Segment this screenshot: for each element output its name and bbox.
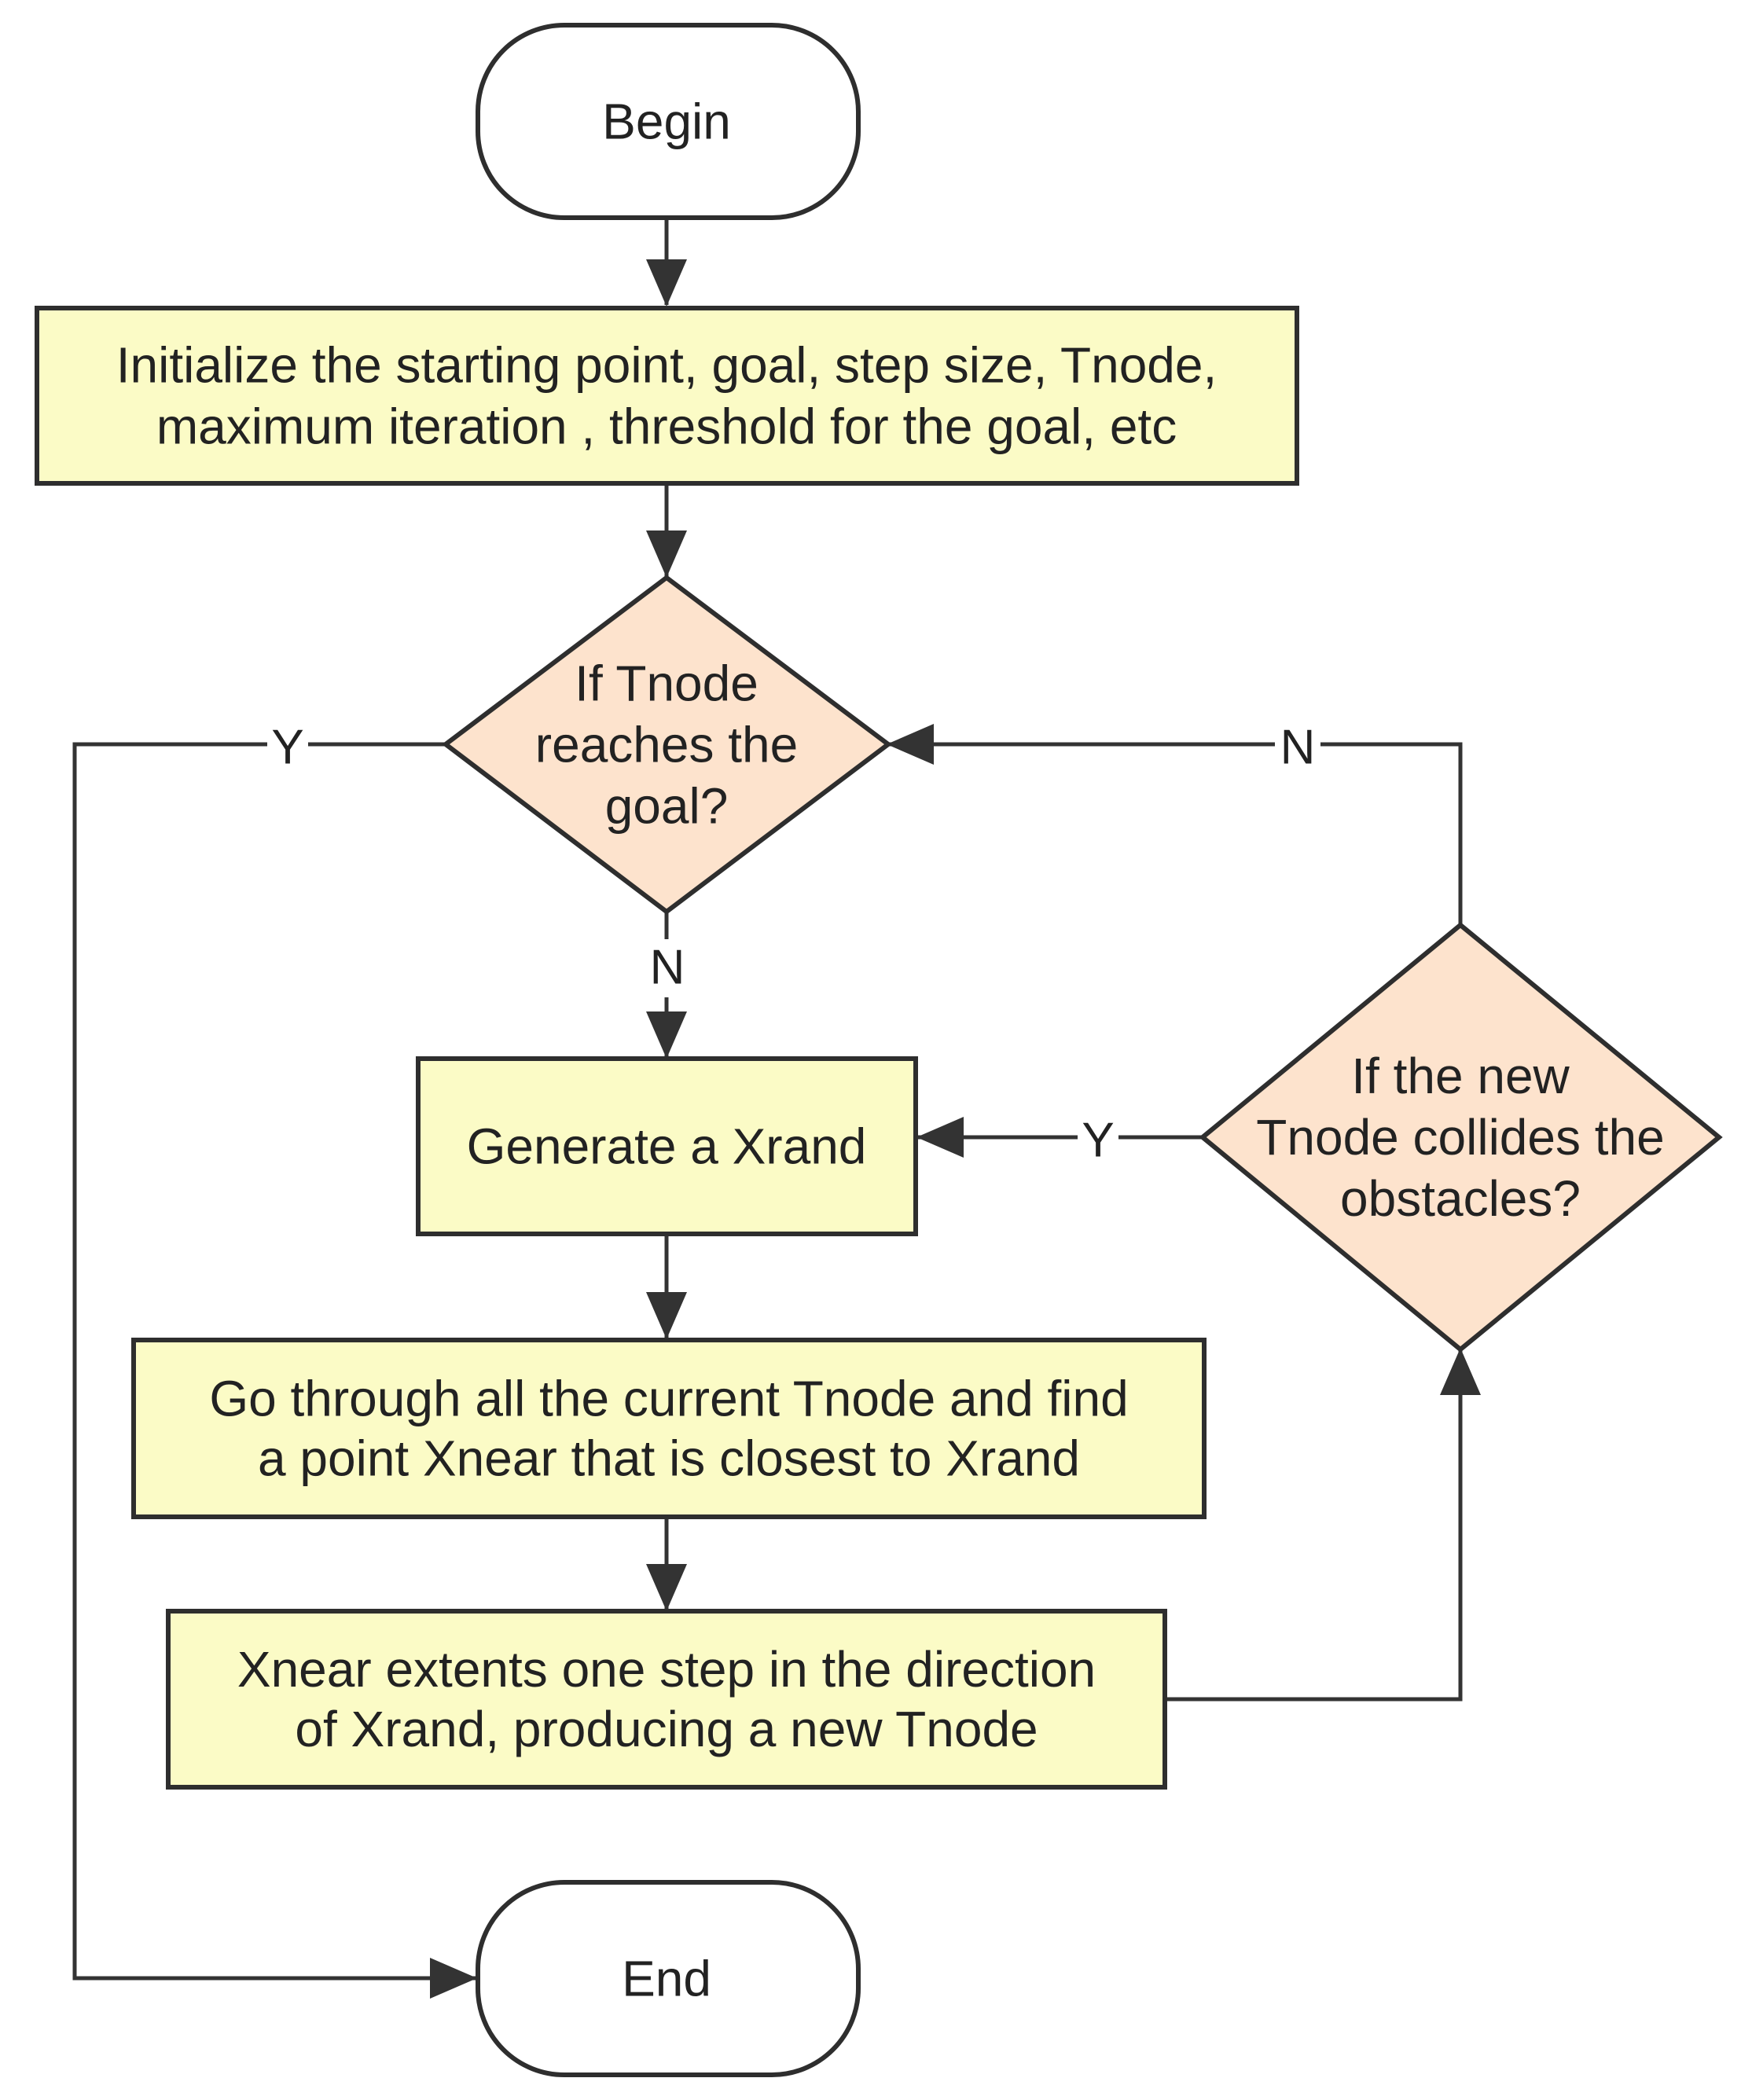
- process-shape: [166, 1609, 1167, 1790]
- terminal-shape: [476, 1880, 861, 2077]
- node-generate: Generate a Xrand: [416, 1056, 918, 1236]
- label-bg: [645, 939, 690, 997]
- decision-shape: [1199, 922, 1723, 1353]
- node-text-line: If the new: [1351, 1048, 1570, 1104]
- node-text-line: maximum iteration , threshold for the go…: [156, 398, 1177, 455]
- node-text-line: reaches the: [535, 717, 798, 773]
- begin-label: Begin: [602, 94, 731, 150]
- node-text-line: Generate a Xrand: [467, 1118, 867, 1175]
- end-label: End: [622, 1951, 711, 2007]
- node-text-line: If Tnode: [575, 655, 758, 712]
- process-shape: [131, 1338, 1207, 1519]
- node-text-line: End: [622, 1951, 711, 2007]
- node-text-line: Initialize the starting point, goal, ste…: [116, 337, 1218, 394]
- reach-goal-yes-label: Y: [271, 721, 303, 775]
- node-text-line: of Xrand, producing a new Tnode: [295, 1701, 1038, 1757]
- node-find-near: Go through all the current Tnode and fin…: [131, 1338, 1207, 1519]
- node-text-line: goal?: [605, 778, 729, 835]
- label-bg: [1078, 1108, 1118, 1166]
- node-text-line: Go through all the current Tnode and fin…: [209, 1371, 1128, 1427]
- collide-yes-label: Y: [1082, 1114, 1114, 1168]
- node-text-line: Tnode collides the: [1256, 1109, 1664, 1166]
- process-shape: [416, 1056, 918, 1236]
- edge-collide-no: [887, 724, 1463, 925]
- generate-label: Generate a Xrand: [467, 1118, 867, 1175]
- init-label: Initialize the starting point, goal, ste…: [116, 337, 1218, 455]
- node-end: End: [476, 1880, 861, 2077]
- node-begin: Begin: [476, 23, 861, 220]
- reach-goal-no-label: N: [650, 941, 685, 995]
- edge-extend-to-collide: [1165, 1348, 1481, 1702]
- process-shape: [35, 306, 1299, 486]
- decision-shape: [442, 575, 892, 915]
- label-bg: [1275, 715, 1320, 773]
- edge-labels: Y N N Y: [267, 715, 1320, 1168]
- node-text-line: obstacles?: [1340, 1170, 1581, 1227]
- edge-reach-goal-yes: [72, 742, 477, 1999]
- node-init: Initialize the starting point, goal, ste…: [35, 306, 1299, 486]
- node-text-line: Begin: [602, 94, 731, 150]
- node-text-line: Xnear extents one step in the direction: [237, 1641, 1096, 1698]
- find-near-label: Go through all the current Tnode and fin…: [209, 1371, 1128, 1487]
- edges: [72, 218, 1481, 1999]
- collide-no-label: N: [1280, 721, 1316, 775]
- terminal-shape: [476, 23, 861, 220]
- node-text-line: a point Xnear that is closest to Xrand: [258, 1430, 1080, 1487]
- label-bg: [267, 715, 308, 773]
